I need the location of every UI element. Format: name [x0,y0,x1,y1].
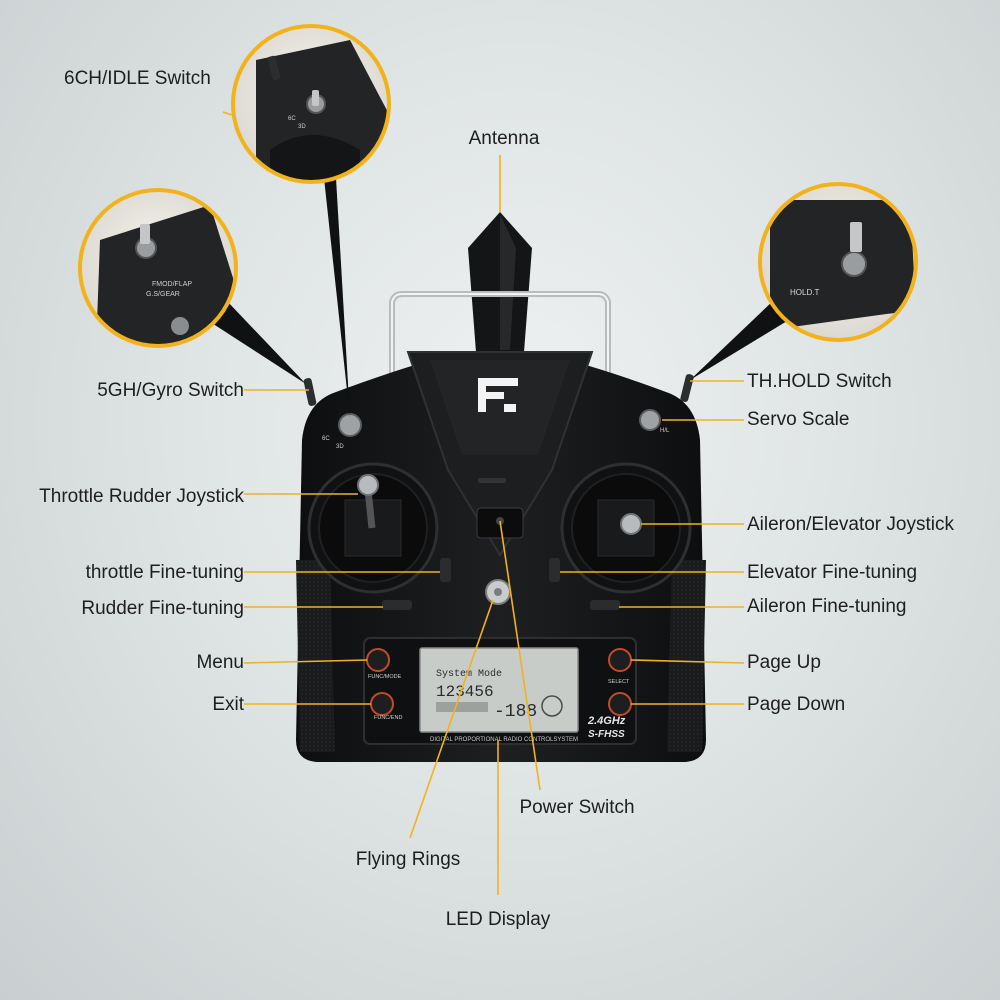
label-elevator-fine-tuning: Elevator Fine-tuning [747,562,918,583]
aileron-trim [590,600,620,610]
svg-text:FUNC/END: FUNC/END [374,715,402,721]
brand-logo-icon [478,378,518,412]
callout-lines [222,111,745,895]
svg-text:-188: -188 [494,702,537,722]
badge-mode: S-FHSS [588,729,625,740]
label-antenna: Antenna [468,128,540,149]
label-rudder-fine-tuning: Rudder Fine-tuning [81,598,244,619]
select-down-button [608,692,632,716]
svg-text:123456: 123456 [436,683,494,701]
inset-hold-switch: HOLD.T [758,182,918,342]
throttle-stick-tip [357,474,379,496]
aileron-stick-tip [620,513,642,535]
svg-text:G.S/GEAR: G.S/GEAR [146,291,180,298]
svg-text:FMOD/FLAP: FMOD/FLAP [152,281,192,288]
idle-switch-knob [338,413,362,437]
servo-scale-knob [639,409,661,431]
label-aileron-elevator-joystick: Aileron/Elevator Joystick [747,514,954,535]
inset-leader-right [690,300,792,380]
label-page-up: Page Up [747,652,821,673]
label-menu: Menu [196,652,244,673]
throttle-stick-shaft [364,489,376,529]
label-flying-rings: Flying Rings [355,849,461,870]
label-th-hold-switch: TH.HOLD Switch [747,371,892,392]
label-throttle-rudder-joystick: Throttle Rudder Joystick [39,486,244,507]
svg-text:HOLD.T: HOLD.T [790,288,819,297]
brand-strip: DIGITAL PROPORTIONAL RADIO CONTROLSYSTEM [430,737,578,743]
label-led-display: LED Display [445,909,551,930]
rudder-trim [382,600,412,610]
label-6ch-idle-switch: 6CH/IDLE Switch [64,68,211,89]
svg-text:System Mode: System Mode [436,668,502,680]
label-power-switch: Power Switch [519,797,635,818]
inset-leader-left [204,300,306,384]
badge-band: 2.4GHz [587,715,626,727]
select-up-button [608,648,632,672]
svg-text:3D: 3D [336,444,344,450]
svg-text:FUNC/MODE: FUNC/MODE [368,674,402,680]
inset-idle-switch: 6C 3D [231,24,391,184]
label-throttle-fine-tuning: throttle Fine-tuning [85,562,244,583]
svg-text:SELECT: SELECT [608,679,630,685]
throttle-trim [440,558,451,582]
label-servo-scale: Servo Scale [747,409,850,430]
label-page-down: Page Down [747,694,846,715]
label-aileron-fine-tuning: Aileron Fine-tuning [747,596,907,617]
inset-leader-top [324,178,350,418]
label-exit: Exit [212,694,244,715]
svg-text:6C: 6C [288,116,296,122]
elevator-trim [549,558,560,582]
inset-gyro-switch: FMOD/FLAP G.S/GEAR [78,188,238,348]
func-end-button [370,692,394,716]
label-gyro-switch: 5GH/Gyro Switch [97,380,244,401]
hl-mark: H/L [660,428,670,434]
svg-text:3D: 3D [298,124,306,130]
svg-text:6C: 6C [322,436,330,442]
func-mode-button [366,648,390,672]
